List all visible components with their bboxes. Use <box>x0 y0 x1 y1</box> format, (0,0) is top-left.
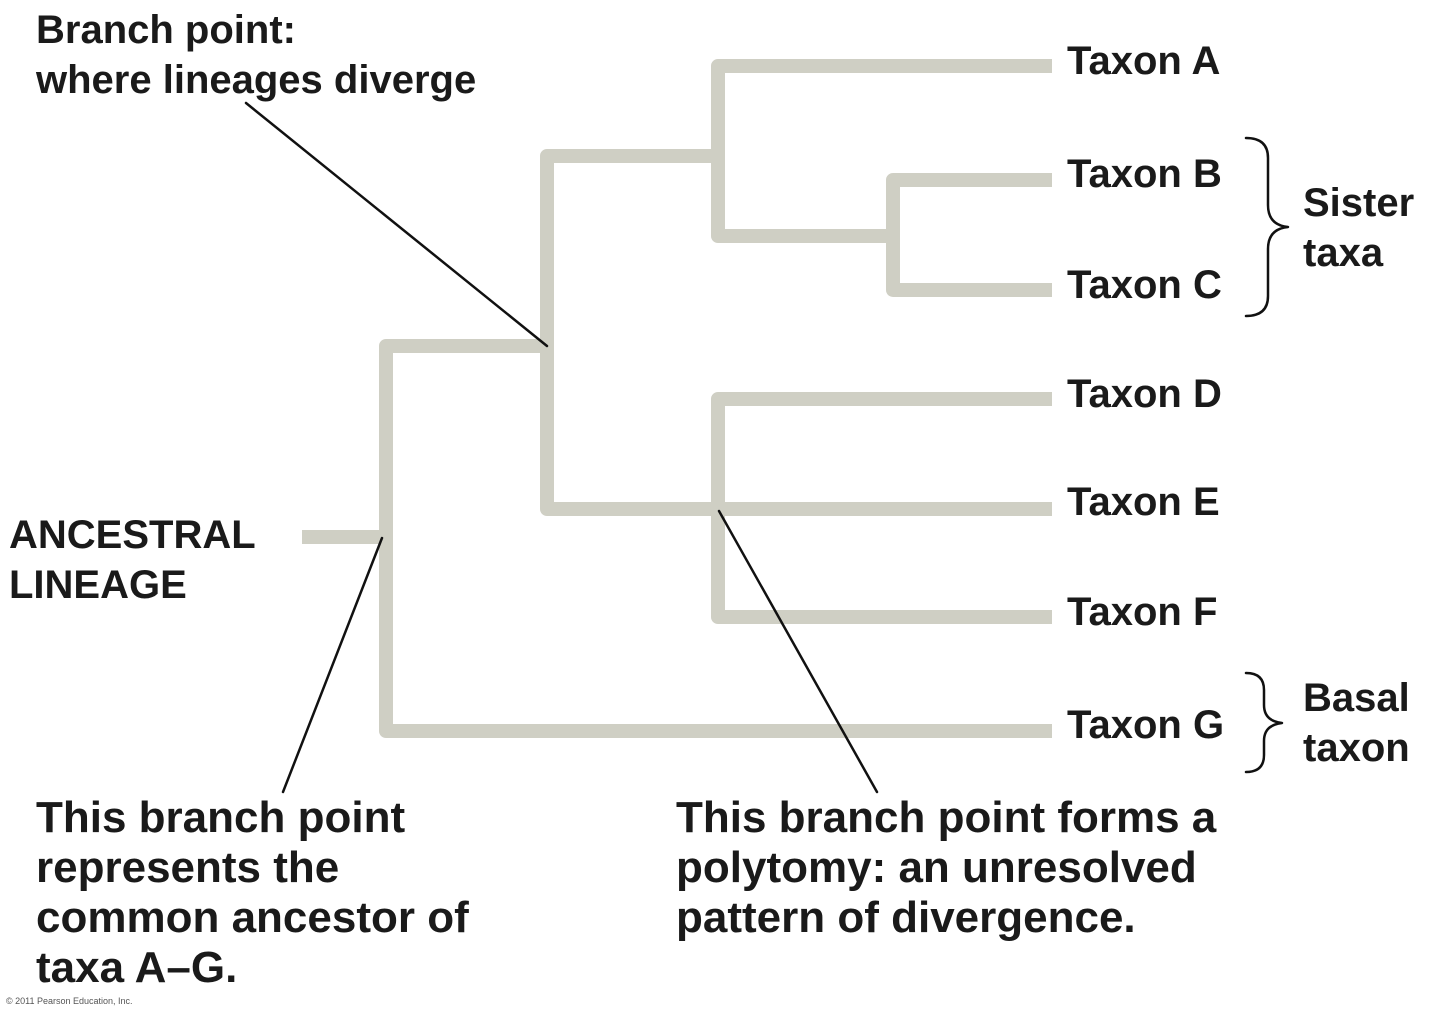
branch-point-title: Branch point: <box>36 8 296 52</box>
basal-taxon-label: Basal taxon <box>1303 673 1410 773</box>
ancestral-label-line2: LINEAGE <box>9 563 187 607</box>
branch-point-leader-line <box>244 101 549 348</box>
taxon-e-label: Taxon E <box>1067 480 1220 524</box>
sister-label-line2: taxa <box>1303 231 1384 275</box>
sister-taxa-brace <box>1244 136 1290 318</box>
basal-label-line2: taxon <box>1303 726 1410 770</box>
common-ancestor-leader-line <box>281 536 384 794</box>
branch-point-subtitle: where lineages diverge <box>36 58 477 102</box>
sister-node-bc <box>886 173 1052 297</box>
polytomy-node-def <box>711 392 1052 624</box>
internal-node-abc <box>711 59 1052 243</box>
polytomy-leader-line <box>717 509 879 794</box>
taxon-g-label: Taxon G <box>1067 703 1225 747</box>
taxon-f-label: Taxon F <box>1067 590 1218 634</box>
basal-taxon-brace <box>1244 671 1284 774</box>
internal-node-abcdef <box>540 149 1052 516</box>
common-ancestor-line4: taxa A–G. <box>36 943 238 992</box>
ancestral-label-line1: ANCESTRAL <box>9 513 256 557</box>
taxon-c-label: Taxon C <box>1067 263 1222 307</box>
taxon-a-label: Taxon A <box>1067 39 1221 83</box>
common-ancestor-note: This branch point represents the common … <box>36 793 469 993</box>
polytomy-line3: pattern of divergence. <box>676 893 1136 942</box>
polytomy-note: This branch point forms a polytomy: an u… <box>676 793 1216 943</box>
sister-label-line1: Sister <box>1303 181 1415 225</box>
common-ancestor-line1: This branch point <box>36 793 406 842</box>
taxon-d-label: Taxon D <box>1067 372 1222 416</box>
ancestral-lineage-label: ANCESTRAL LINEAGE <box>9 510 256 610</box>
basal-label-line1: Basal <box>1303 676 1410 720</box>
common-ancestor-line3: common ancestor of <box>36 893 469 942</box>
polytomy-line2: polytomy: an unresolved <box>676 843 1197 892</box>
sister-taxa-label: Sister taxa <box>1303 178 1414 278</box>
taxon-b-label: Taxon B <box>1067 152 1222 196</box>
root-branch-point <box>379 339 1052 738</box>
common-ancestor-line2: represents the <box>36 843 340 892</box>
polytomy-line1: This branch point forms a <box>676 793 1217 842</box>
copyright-notice: © 2011 Pearson Education, Inc. <box>6 996 133 1006</box>
branch-point-label: Branch point: where lineages diverge <box>36 5 476 105</box>
